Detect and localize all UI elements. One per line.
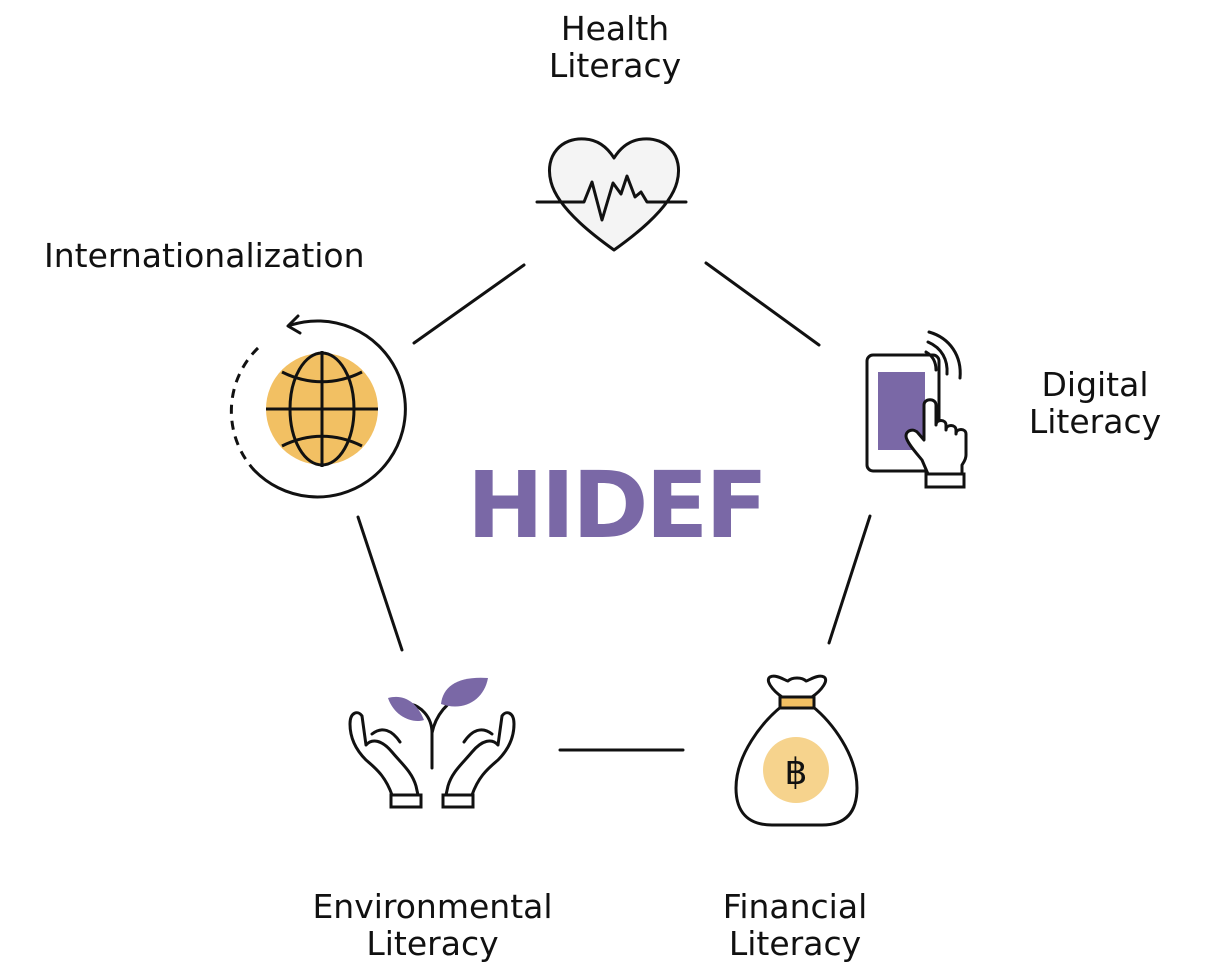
financial-literacy-label: Financial Literacy: [690, 887, 900, 963]
label-line: Literacy: [1028, 401, 1162, 441]
tablet-touch-icon: [865, 330, 968, 489]
internationalization-label: Internationalization: [44, 236, 365, 275]
edge-digital-financial: [827, 514, 872, 645]
environmental-literacy-label: Environmental Literacy: [290, 887, 575, 963]
money-bag-icon: ฿: [734, 674, 859, 827]
hands-sprout-icon: [348, 677, 516, 809]
label-line: Environmental: [312, 887, 553, 926]
edge-international-health: [412, 263, 526, 345]
coin-symbol: ฿: [785, 752, 808, 793]
label-line: Health: [560, 9, 670, 48]
heart-pulse-icon: [535, 137, 688, 252]
edge-health-digital: [704, 261, 821, 347]
label-line: Literacy: [548, 45, 682, 85]
hidef-title: HIDEF: [466, 452, 768, 559]
digital-literacy-label: Digital Literacy: [1010, 365, 1180, 441]
edge-environmental-international: [356, 515, 404, 652]
label-line: Internationalization: [44, 236, 365, 275]
label-line: Financial: [722, 887, 868, 926]
globe-cycle-icon: [229, 314, 407, 499]
label-line: Digital: [1041, 365, 1149, 404]
label-line: Literacy: [366, 923, 499, 963]
health-literacy-label: Health Literacy: [515, 9, 715, 85]
label-line: Literacy: [728, 923, 862, 963]
